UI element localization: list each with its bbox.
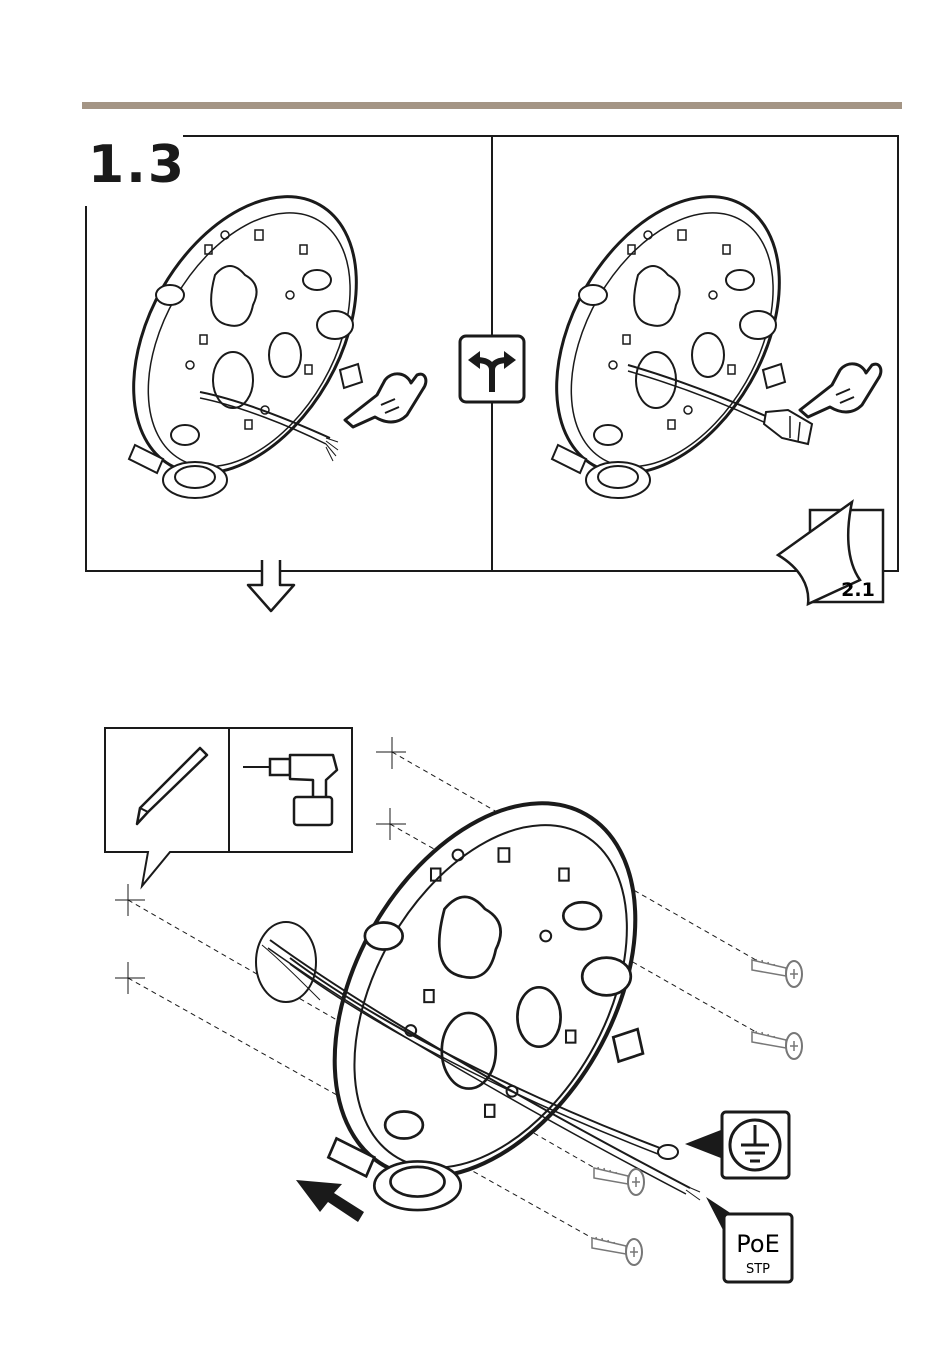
down-arrow-icon: [248, 560, 294, 611]
hand-connector-icon: [800, 364, 881, 417]
push-arrow-icon: [296, 1180, 364, 1222]
ground-icon: [685, 1112, 789, 1178]
branch-icon: [460, 336, 524, 402]
mounting-plate-left: [88, 158, 403, 513]
mounting-plate-right: [511, 158, 826, 513]
poe-main-text: PoE: [736, 1230, 779, 1258]
poe-sub-text: STP: [746, 1262, 770, 1277]
page-reference-label: 2.1: [841, 579, 875, 601]
